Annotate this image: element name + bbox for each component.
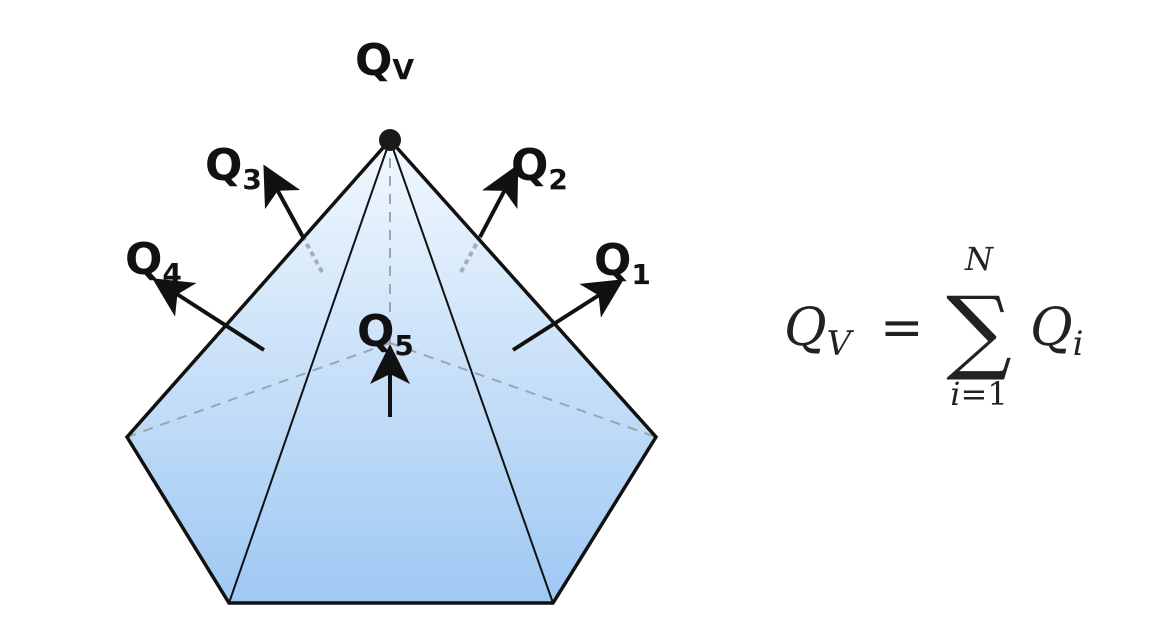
pyramid-outline bbox=[124, 137, 659, 605]
q1-arrow bbox=[511, 279, 624, 352]
face-label-q2: Q2 bbox=[511, 140, 568, 196]
face-label-q5: Q5 bbox=[357, 306, 414, 362]
hidden-edge-back-to-right bbox=[389, 342, 657, 438]
face-label-q3: Q3 bbox=[205, 140, 262, 196]
formula-lower-limit: i=1 bbox=[950, 375, 1007, 413]
edge-apex-to-front-left bbox=[228, 139, 391, 604]
formula-term: Qi bbox=[1030, 298, 1084, 364]
formula-equals: = bbox=[880, 298, 924, 358]
q3-arrow bbox=[263, 164, 305, 238]
hidden-edges bbox=[126, 140, 657, 438]
summation-formula: QV = N ∑ i=1 Qi bbox=[784, 240, 1084, 413]
q4-arrow bbox=[152, 278, 266, 352]
q2-arrow-hidden-tail bbox=[459, 236, 482, 273]
hidden-arrow-tails bbox=[301, 236, 482, 273]
formula-sum-symbol: ∑ bbox=[946, 277, 1012, 384]
q2-arrow bbox=[478, 164, 519, 238]
face-label-q1: Q1 bbox=[594, 235, 651, 291]
formula-lhs: QV bbox=[784, 298, 855, 364]
edge-apex-to-front-right bbox=[389, 139, 554, 604]
apex-label-qv: QV bbox=[355, 35, 414, 86]
apex-dot bbox=[379, 129, 401, 151]
face-label-q4: Q4 bbox=[125, 234, 182, 290]
formula-upper-limit: N bbox=[964, 240, 994, 278]
visible-edges bbox=[124, 137, 659, 605]
q3-arrow-hidden-tail bbox=[301, 236, 324, 273]
flux-arrows bbox=[152, 164, 624, 417]
